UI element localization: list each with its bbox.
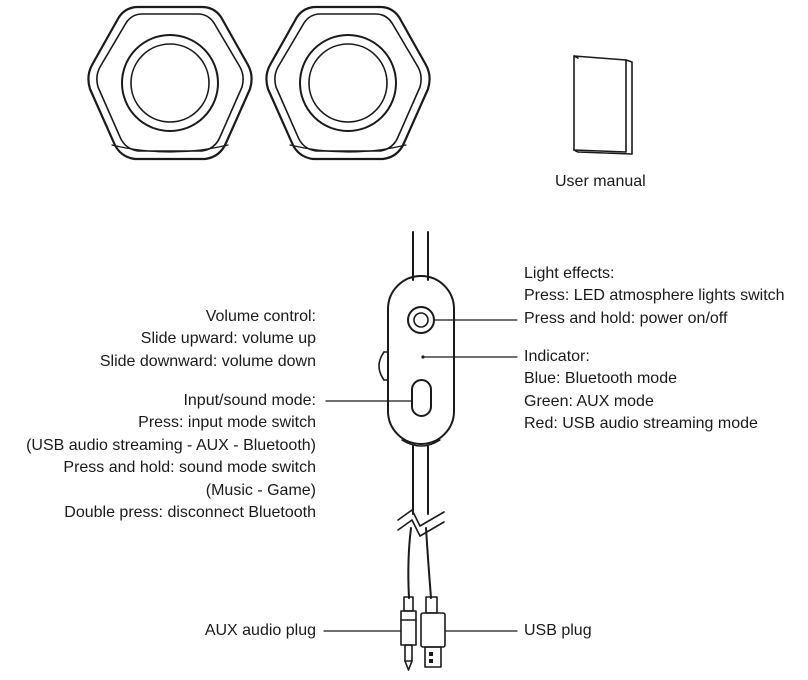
usb-plug-label: USB plug	[524, 622, 592, 639]
leader-lines	[323, 319, 518, 632]
aux-plug-icon	[400, 596, 417, 671]
right-speaker	[265, 5, 431, 161]
input-sound-mode-line: Double press: disconnect Bluetooth	[64, 504, 316, 522]
lower-cable	[397, 445, 445, 599]
indicator-line: Blue: Bluetooth mode	[524, 370, 677, 388]
light-effects-title: Light effects:	[524, 265, 615, 282]
input-sound-mode-line: (Music - Game)	[205, 481, 316, 499]
input-sound-mode-title: Input/sound mode:	[183, 392, 316, 409]
upper-cable	[412, 231, 429, 281]
user-manual-label: User manual	[555, 173, 646, 190]
volume-control-line: Slide downward: volume down	[99, 352, 316, 370]
indicator-line: Green: AUX mode	[524, 392, 654, 410]
input-sound-mode-line: Press and hold: sound mode switch	[63, 459, 316, 477]
usb-plug-icon	[420, 596, 446, 668]
indicator-line: Red: USB audio streaming mode	[524, 415, 758, 433]
volume-control-label: Volume control: Slide upward: volume up …	[100, 306, 316, 373]
aux-plug-label: AUX audio plug	[204, 622, 316, 639]
input-sound-mode-line: (USB audio streaming - AUX - Bluetooth)	[26, 436, 316, 454]
volume-control-line: Slide upward: volume up	[140, 330, 316, 348]
input-sound-mode-label: Input/sound mode: Press: input mode swit…	[26, 390, 316, 524]
left-speaker	[87, 5, 253, 161]
light-effects-line: Press and hold: power on/off	[524, 309, 728, 327]
indicator-label: Indicator: Blue: Bluetooth mode Green: A…	[524, 346, 758, 436]
volume-control-title: Volume control:	[205, 308, 316, 325]
indicator-title: Indicator:	[524, 348, 590, 365]
light-effects-label: Light effects: Press: LED atmosphere lig…	[524, 263, 785, 330]
inline-remote	[378, 275, 455, 447]
input-sound-mode-line: Press: input mode switch	[138, 414, 316, 432]
light-effects-line: Press: LED atmosphere lights switch	[524, 287, 785, 305]
user-manual-icon	[573, 55, 633, 155]
